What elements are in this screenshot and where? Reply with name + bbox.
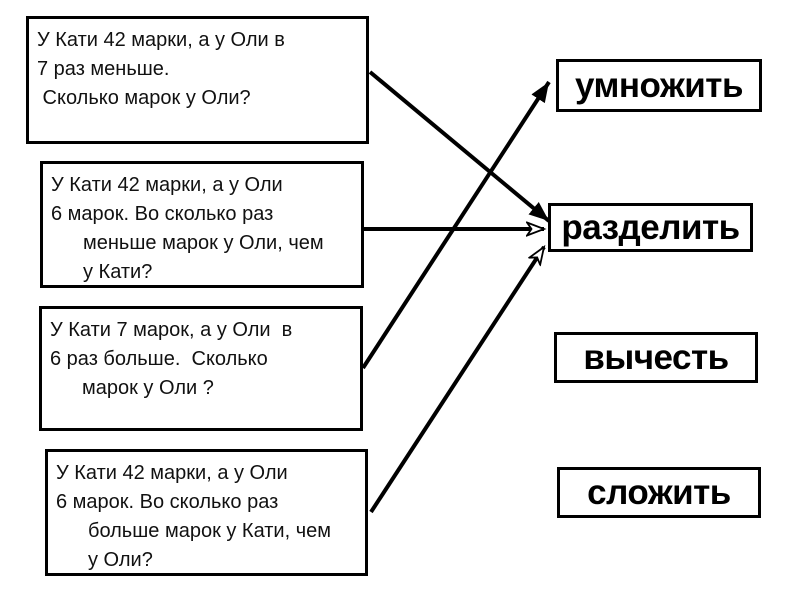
problem-text-line: У Кати 7 марок, а у Оли в (50, 319, 293, 341)
problem-text-line: 7 раз меньше. (37, 58, 170, 80)
problem-text-line: у Оли? (88, 549, 153, 571)
problem-text-line: 6 раз больше. Сколько (50, 348, 268, 370)
operation-box-divide: разделить (548, 203, 753, 252)
arrow-problem-3-to-multiply (361, 80, 551, 370)
operation-label-multiply: умножить (575, 65, 743, 105)
operation-label-add: сложить (587, 472, 731, 512)
operation-box-subtract: вычесть (554, 332, 758, 383)
problem-text-line: больше марок у Кати, чем (88, 520, 332, 542)
operation-label-divide: разделить (561, 207, 740, 247)
operation-box-add: сложить (557, 467, 761, 518)
problem-text-line: У Кати 42 марки, а у Оли (51, 174, 283, 196)
problem-text-line: Сколько марок у Оли? (37, 87, 251, 109)
problem-text-line: У Кати 42 марки, а у Оли (56, 462, 288, 484)
problem-text-line: 6 марок. Во сколько раз (56, 491, 279, 513)
problem-text-line: 6 марок. Во сколько раз (51, 203, 274, 225)
problem-text-line: меньше марок у Оли, чем (83, 232, 324, 254)
arrow-problem-1-to-divide (368, 70, 551, 223)
arrow-problem-4-to-divide (369, 247, 546, 514)
problem-text-line: У Кати 42 марки, а у Оли в (37, 29, 285, 51)
operation-label-subtract: вычесть (583, 337, 729, 377)
problem-text-line: марок у Оли ? (82, 377, 214, 399)
problem-text-line: у Кати? (83, 261, 153, 283)
problem-box-2: У Кати 42 марки, а у Оли 6 марок. Во скол… (40, 161, 364, 288)
operation-box-multiply: умножить (556, 59, 762, 112)
problem-box-4: У Кати 42 марки, а у Оли 6 марок. Во скол… (45, 449, 368, 576)
problem-box-3: У Кати 7 марок, а у Оли в 6 раз больше. С… (39, 306, 363, 431)
